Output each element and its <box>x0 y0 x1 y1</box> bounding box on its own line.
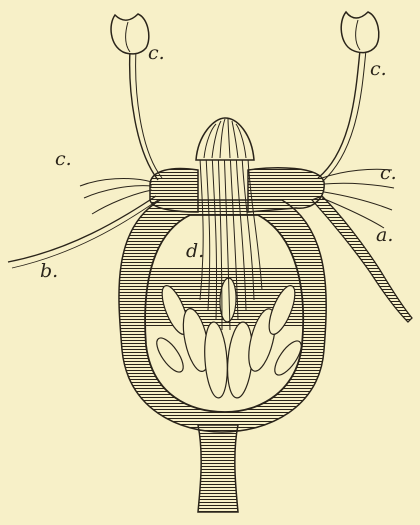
label-a: a. <box>376 226 393 245</box>
left-filament <box>130 50 158 180</box>
label-c-top-right: c. <box>370 60 387 79</box>
label-d: d. <box>186 242 204 261</box>
left-shoulder <box>150 169 198 212</box>
label-b: b. <box>40 262 58 281</box>
label-c-mid-right: c. <box>380 164 397 183</box>
label-c-top-left: c. <box>148 44 165 63</box>
right-shoulder <box>248 168 324 212</box>
stalk <box>198 425 238 512</box>
right-anther <box>341 12 379 53</box>
process-a <box>312 196 412 322</box>
right-filament <box>318 50 360 178</box>
left-anther <box>111 14 149 54</box>
label-c-mid-left: c. <box>55 150 72 169</box>
left-fibres <box>80 179 152 214</box>
